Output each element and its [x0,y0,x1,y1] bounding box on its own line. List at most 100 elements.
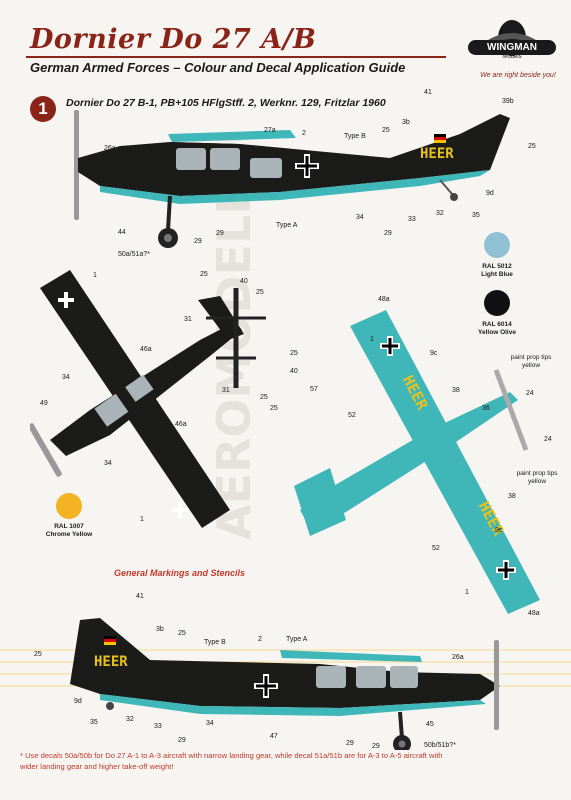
callout: Type B [204,639,226,646]
callout: 40 [290,368,298,375]
callout: 24 [526,390,534,397]
callout: Type A [286,636,308,643]
callout: 29 [216,230,224,237]
callout: 47 [270,733,278,740]
callout: 36 [482,405,490,412]
callout: 41 [136,593,144,600]
callout: 46a [140,346,152,353]
callout: 29 [194,238,202,245]
callout: 1 [93,272,97,279]
side-profile-top: HEER [74,110,510,248]
logo-wordmark: WINGMAN [468,40,556,55]
callout: 33 [408,216,416,223]
cockpit-window [176,148,206,170]
page-title: Dornier Do 27 A/B [30,24,317,55]
callout: 3b [156,626,164,633]
callout: 25 [290,350,298,357]
callout: 25 [528,143,536,150]
callout: 29 [372,743,380,750]
swatch-light-blue [484,232,510,258]
title-rule [26,56,446,58]
fuselage [78,114,510,196]
cabin-window-rear [250,158,282,178]
callout: 25 [260,394,268,401]
callout: 34 [206,720,214,727]
side-profile-bottom: HEER [70,618,500,750]
callout: 1 [140,516,144,523]
wing-edge [168,130,296,142]
callout: 9c [495,527,503,534]
heer-marking: HEER [420,146,454,162]
cockpit-window [94,393,129,427]
cockpit-window [356,666,386,688]
callout: 25 [200,271,208,278]
prop-tip-note: paint prop tips yellow [510,354,552,369]
cabin-window [210,148,240,170]
fuselage [70,618,500,708]
fuselage-underside [100,694,486,716]
logo-tagline: We are right beside you! [480,72,556,79]
callout: 35 [90,719,98,726]
callout: 40 [240,278,248,285]
callout: 25 [34,651,42,658]
callout: 29 [346,740,354,747]
callout: 25 [270,405,278,412]
propeller-blade [74,110,79,220]
page-subtitle: German Armed Forces – Colour and Decal A… [30,60,406,75]
callout: 50b/51b?* [424,742,456,749]
flag-stripe-black [434,134,446,137]
tail-wheel [106,702,114,710]
wing-edge [280,650,422,662]
propeller-blade [30,423,62,477]
logo-subtext: Models [502,54,522,60]
callout: 2 [302,130,306,137]
callout: 34 [356,214,364,221]
profile-caption: Dornier Do 27 B-1, PB+105 HFlgStff. 2, W… [66,97,386,109]
callout: 35 [472,212,480,219]
wing-lower [350,310,540,614]
general-markings-heading: General Markings and Stencils [114,568,246,578]
callout: 27a [264,127,276,134]
callout: 1 [370,336,374,343]
callout: 2 [258,636,262,643]
swatch-chrome-yellow [56,493,82,519]
callout: 25 [256,289,264,296]
callout: 44 [118,229,126,236]
callout: 25 [382,127,390,134]
callout: 9d [74,698,82,705]
callout: 34 [62,374,70,381]
callout: 26a [104,145,116,152]
propeller-blade [494,640,499,730]
callout: 1 [465,589,469,596]
top-view [30,270,244,528]
callout: 48a [528,610,540,617]
callout: 26a [452,654,464,661]
callout: 32 [126,716,134,723]
profile-number-badge: 1 [30,96,56,122]
callout: 38 [508,493,516,500]
callout: 52 [348,412,356,419]
bottom-view: HEER HEER [294,310,540,614]
callout: 31 [184,316,192,323]
prop-tip-note: paint prop tips yellow [516,470,558,485]
flag-stripe-black [104,636,116,639]
balkenkreuz-marking [254,674,278,698]
prop-detail-view [206,288,266,388]
callout: 29 [384,230,392,237]
heer-marking: HEER [94,654,128,670]
callout: 38 [452,387,460,394]
tailplane-lower [294,468,346,536]
callout: 48a [378,296,390,303]
cabin-window [316,666,346,688]
callout: 52 [432,545,440,552]
callout: 45 [426,721,434,728]
callout: 34 [104,460,112,467]
tail-wheel [450,193,458,201]
callout: 39b [502,98,514,105]
callout: 9c [430,350,438,357]
balkenkreuz-marking [295,154,319,178]
callout: 49 [40,400,48,407]
